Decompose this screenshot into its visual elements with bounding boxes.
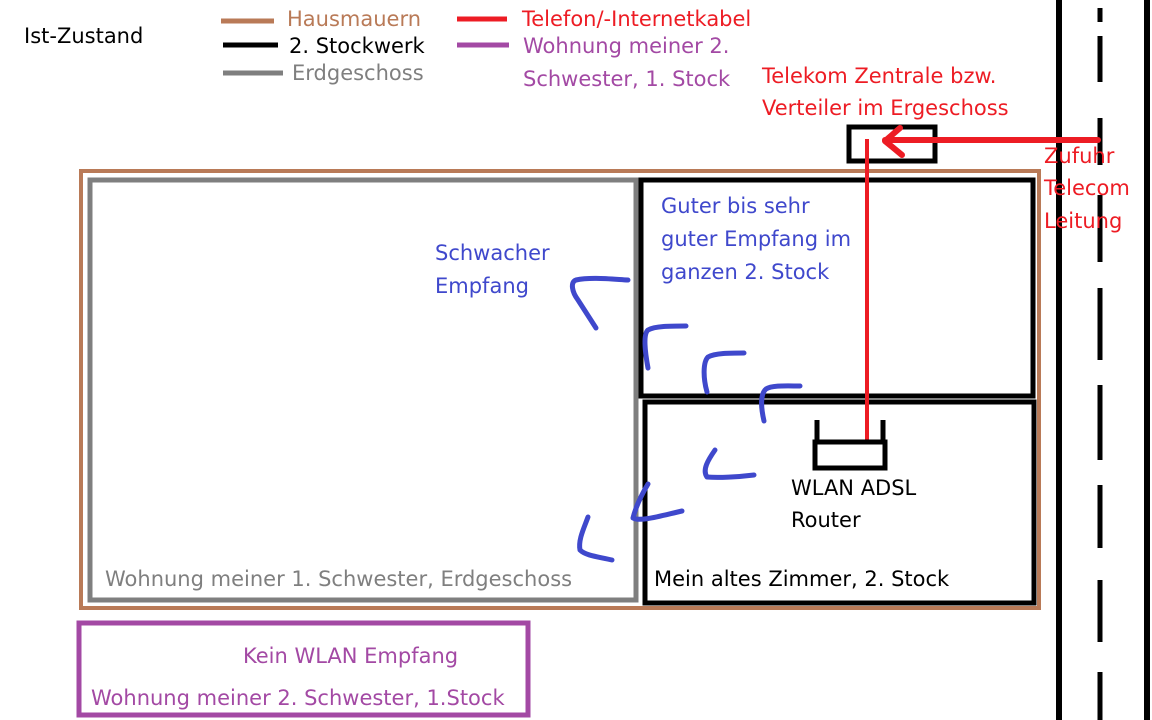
signal-wave [569, 275, 631, 331]
road [1056, 0, 1150, 720]
router-icon [812, 420, 888, 471]
signal-wave [701, 350, 747, 395]
signal-wave [702, 447, 757, 480]
weak-signal-label-line2: Empfang [435, 274, 529, 298]
diagram-title: Ist-Zustand [24, 24, 144, 48]
legend-label-hausmauern: Hausmauern [287, 7, 422, 31]
zentrale-label-line2: Verteiler im Ergeschoss [762, 96, 1009, 120]
second-sister-apartment-label: Wohnung meiner 2. Schwester, 1.Stock [91, 686, 505, 710]
my-room-label: Mein altes Zimmer, 2. Stock [654, 567, 950, 591]
incoming-cable-arrow [882, 125, 1101, 158]
weak-signal-label-line1: Schwacher [435, 241, 550, 265]
zufuhr-label-line1: Zufuhr [1044, 144, 1115, 168]
second-floor-room-upper [638, 177, 1036, 399]
legend-label-wohnung2-line1: Wohnung meiner 2. [523, 34, 730, 58]
zentrale-label-line1: Telekom Zentrale bzw. [762, 64, 997, 88]
zufuhr-label-line3: Leitung [1044, 209, 1123, 233]
house-walls [79, 169, 1041, 610]
legend-label-erdgeschoss: Erdgeschoss [292, 61, 424, 85]
signal-wave [759, 383, 803, 424]
second-sister-apartment [76, 620, 531, 718]
erdgeschoss-apartment-label: Wohnung meiner 1. Schwester, Erdgeschoss [105, 567, 573, 591]
router-label-line1: WLAN ADSL [791, 476, 917, 500]
good-signal-label-line3: ganzen 2. Stock [661, 260, 830, 284]
signal-wave [642, 323, 689, 371]
no-wlan-label: Kein WLAN Empfang [243, 644, 459, 668]
legend-lines [221, 16, 509, 76]
my-old-room [642, 399, 1037, 606]
legend-label-stockwerk: 2. Stockwerk [289, 34, 425, 58]
telekom-distributor-box [846, 124, 938, 164]
signal-wave [630, 481, 685, 522]
signal-wave [577, 514, 615, 563]
good-signal-label-line1: Guter bis sehr [661, 194, 810, 218]
good-signal-label-line2: guter Empfang im [661, 227, 852, 251]
wifi-signal-waves [569, 275, 803, 563]
router-label-line2: Router [791, 508, 861, 532]
legend-label-wohnung2-line2: Schwester, 1. Stock [523, 67, 731, 91]
zufuhr-label-line2: Telecom [1044, 176, 1130, 200]
erdgeschoss-apartment [87, 177, 639, 603]
legend-label-kabel: Telefon/-Internetkabel [522, 7, 752, 31]
